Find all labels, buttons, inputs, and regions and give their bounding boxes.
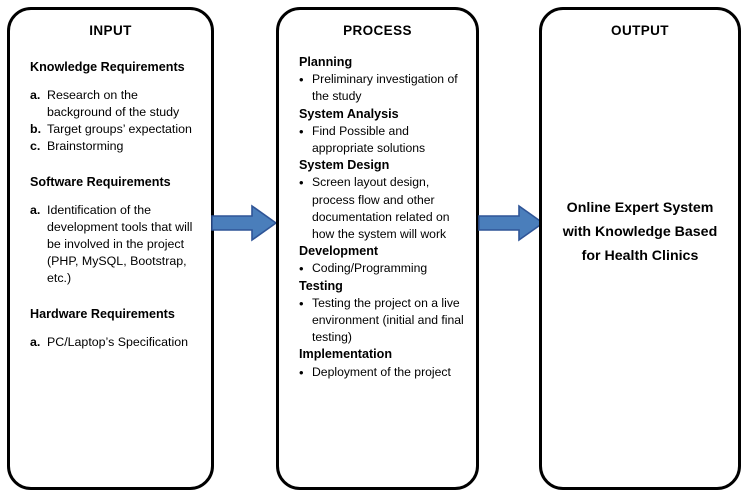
bullet-dot-icon: • (299, 295, 304, 311)
input-panel: INPUT Knowledge Requirements a. Research… (7, 7, 214, 490)
phase-bullet-list: • Find Possible and appropriate solution… (299, 123, 468, 157)
list-item-text: Target groups’ expectation (47, 122, 192, 136)
list-marker: c. (30, 139, 41, 153)
phase-bullet-list: • Coding/Programming (299, 260, 468, 277)
list-item: • Coding/Programming (299, 260, 468, 277)
list-marker: a. (30, 203, 41, 217)
list-item-text: Research on the background of the study (47, 88, 180, 119)
input-group-heading-knowledge: Knowledge Requirements (30, 60, 185, 74)
input-panel-body: Knowledge Requirements a. Research on th… (10, 59, 211, 351)
list-item-text: Screen layout design, process flow and o… (312, 175, 450, 242)
phase-heading: Development (299, 244, 379, 259)
list-item-text: Testing the project on a live environmen… (312, 295, 464, 345)
list-item: a. Research on the background of the stu… (30, 87, 203, 121)
phase-heading: System Analysis (299, 106, 399, 121)
phase-heading: System Design (299, 158, 390, 173)
process-phase-system-analysis: System Analysis • Find Possible and appr… (299, 106, 468, 158)
list-item-text: Brainstorming (47, 139, 124, 153)
list-item: • Find Possible and appropriate solution… (299, 123, 468, 157)
output-panel: OUTPUT Online Expert System with Knowled… (539, 7, 741, 490)
phase-bullet-list: • Deployment of the project (299, 364, 468, 381)
phase-heading: Planning (299, 55, 353, 69)
bullet-dot-icon: • (299, 72, 304, 88)
arrow-right-icon-input-to-process (211, 203, 277, 243)
phase-heading: Implementation (299, 347, 393, 362)
arrow-right-icon-process-to-output (478, 203, 544, 243)
list-marker: a. (30, 335, 41, 349)
list-item-text: Preliminary investigation of the study (312, 72, 458, 104)
list-marker: b. (30, 122, 42, 136)
list-item-text: Find Possible and appropriate solutions (312, 123, 426, 156)
list-item: • Testing the project on a live environm… (299, 295, 468, 347)
list-item: c. Brainstorming (30, 138, 203, 155)
input-group-list-knowledge: a. Research on the background of the stu… (30, 87, 203, 155)
bullet-dot-icon: • (299, 175, 304, 191)
process-panel-title: PROCESS (343, 23, 412, 38)
process-panel: PROCESS Planning • Preliminary investiga… (276, 7, 479, 490)
list-item-text: Deployment of the project (312, 364, 451, 379)
list-item: • Screen layout design, process flow and… (299, 174, 468, 243)
input-group-list-software: a. Identification of the development too… (30, 202, 203, 287)
process-phase-planning: Planning • Preliminary investigation of … (299, 54, 468, 106)
list-item-text: Identification of the development tools … (47, 203, 193, 285)
output-line: with Knowledge Based (562, 224, 718, 240)
list-item: b. Target groups’ expectation (30, 121, 203, 138)
list-item: • Preliminary investigation of the study (299, 71, 468, 105)
phase-heading: Testing (299, 278, 343, 293)
phase-bullet-list: • Screen layout design, process flow and… (299, 174, 468, 243)
bullet-dot-icon: • (299, 364, 304, 380)
phase-bullet-list: • Preliminary investigation of the study (299, 71, 468, 105)
input-panel-title: INPUT (89, 23, 132, 38)
output-panel-title: OUTPUT (611, 23, 669, 38)
input-group-heading-hardware: Hardware Requirements (30, 307, 175, 321)
list-item: a. Identification of the development too… (30, 202, 203, 287)
list-item-text: PC/Laptop’s Specification (47, 335, 188, 349)
output-panel-body: Online Expert System with Knowledge Base… (542, 196, 738, 268)
process-phase-implementation: Implementation • Deployment of the proje… (299, 346, 468, 380)
bullet-dot-icon: • (299, 123, 304, 139)
list-item-text: Coding/Programming (312, 261, 428, 276)
input-group-heading-software: Software Requirements (30, 175, 171, 189)
input-group-list-hardware: a. PC/Laptop’s Specification (30, 334, 203, 351)
output-line: for Health Clinics (581, 248, 699, 264)
process-phase-development: Development • Coding/Programming (299, 243, 468, 277)
list-item: a. PC/Laptop’s Specification (30, 334, 203, 351)
process-phase-system-design: System Design • Screen layout design, pr… (299, 157, 468, 243)
process-panel-body: Planning • Preliminary investigation of … (279, 54, 476, 381)
list-item: • Deployment of the project (299, 364, 468, 381)
list-marker: a. (30, 88, 41, 102)
process-phase-testing: Testing • Testing the project on a live … (299, 278, 468, 347)
bullet-dot-icon: • (299, 261, 304, 277)
phase-bullet-list: • Testing the project on a live environm… (299, 295, 468, 347)
output-line: Online Expert System (566, 200, 714, 216)
